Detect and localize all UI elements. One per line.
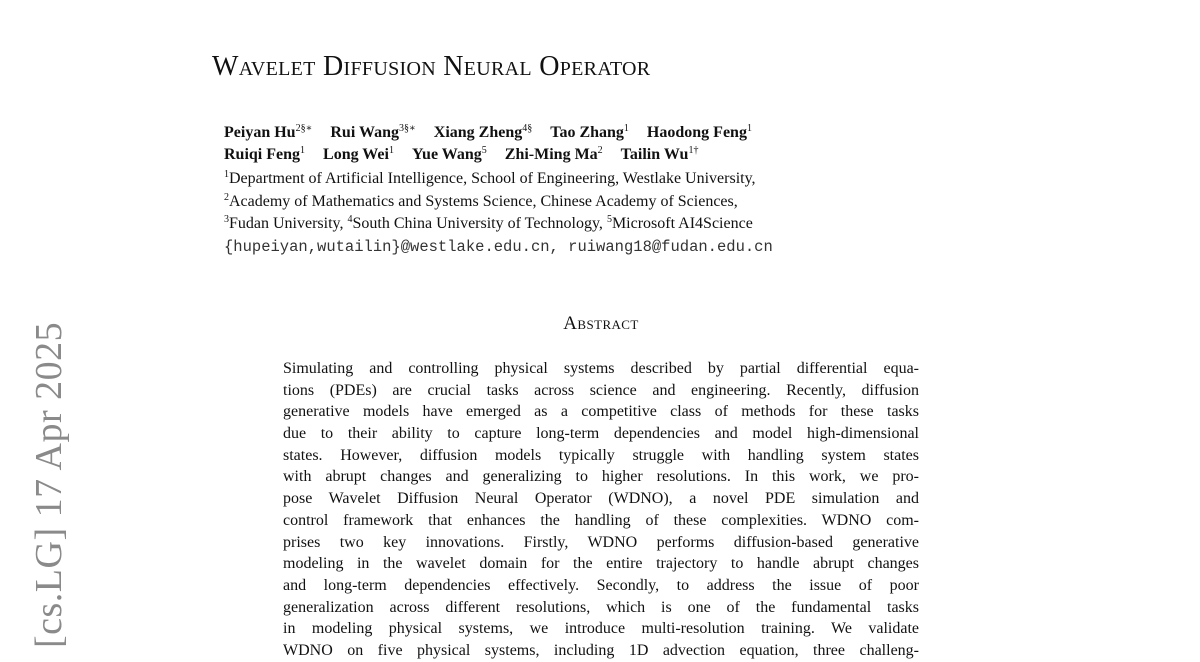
abstract-line: modeling in the wavelet domain for the e… (283, 555, 919, 573)
abstract-line: pose Wavelet Diffusion Neural Operator (… (283, 490, 919, 508)
author: Xiang Zheng4§ (433, 123, 533, 142)
abstract-line: prises two key innovations. Firstly, WDN… (283, 533, 919, 551)
abstract-line: generalization across different resoluti… (283, 598, 919, 616)
arxiv-sidebar-stamp: [cs.LG] 17 Apr 2025 (28, 308, 70, 648)
affiliation-line: 1Department of Artificial Intelligence, … (224, 169, 756, 188)
abstract-line: with abrupt changes and generalizing to … (283, 468, 919, 486)
author: Tailin Wu1† (620, 145, 699, 164)
affiliation-line: 2Academy of Mathematics and Systems Scie… (224, 191, 738, 210)
author: Haodong Feng1 (646, 123, 752, 142)
author-row-1: Peiyan Hu2§∗ Rui Wang3§∗ Xiang Zheng4§ T… (224, 122, 766, 144)
arxiv-identifier: [cs.LG] 17 Apr 2025 (28, 321, 70, 648)
author: Peiyan Hu2§∗ (224, 123, 313, 142)
affiliation-line: 3Fudan University, 4South China Universi… (224, 214, 753, 233)
paper-title: Wavelet Diffusion Neural Operator (212, 51, 651, 82)
abstract-line: due to their ability to capture long-ter… (283, 425, 919, 443)
abstract-body: Simulating and controlling physical syst… (283, 358, 919, 662)
abstract-heading: Abstract (563, 313, 639, 334)
author-list: Peiyan Hu2§∗ Rui Wang3§∗ Xiang Zheng4§ T… (224, 122, 766, 166)
author: Zhi-Ming Ma2 (504, 145, 603, 164)
author-row-2: Ruiqi Feng1 Long Wei1 Yue Wang5 Zhi-Ming… (224, 144, 766, 166)
author: Yue Wang5 (411, 145, 487, 164)
abstract-line: states. However, diffusion models typica… (283, 446, 919, 464)
abstract-line: and long-term dependencies effectively. … (283, 576, 919, 594)
author-emails: {hupeiyan,wutailin}@westlake.edu.cn, rui… (224, 237, 773, 256)
abstract-line: generative models have emerged as a comp… (283, 403, 919, 421)
author: Rui Wang3§∗ (330, 123, 416, 142)
affiliations: 1Department of Artificial Intelligence, … (224, 168, 773, 258)
author: Long Wei1 (323, 145, 394, 164)
abstract-line: control framework that enhances the hand… (283, 511, 919, 529)
author: Tao Zhang1 (550, 123, 629, 142)
author: Ruiqi Feng1 (224, 145, 306, 164)
abstract-line: in modeling physical systems, we introdu… (283, 620, 919, 638)
abstract-line: Simulating and controlling physical syst… (283, 360, 919, 377)
abstract-line: WDNO on five physical systems, including… (283, 641, 919, 659)
abstract-line: tions (PDEs) are crucial tasks across sc… (283, 381, 919, 399)
